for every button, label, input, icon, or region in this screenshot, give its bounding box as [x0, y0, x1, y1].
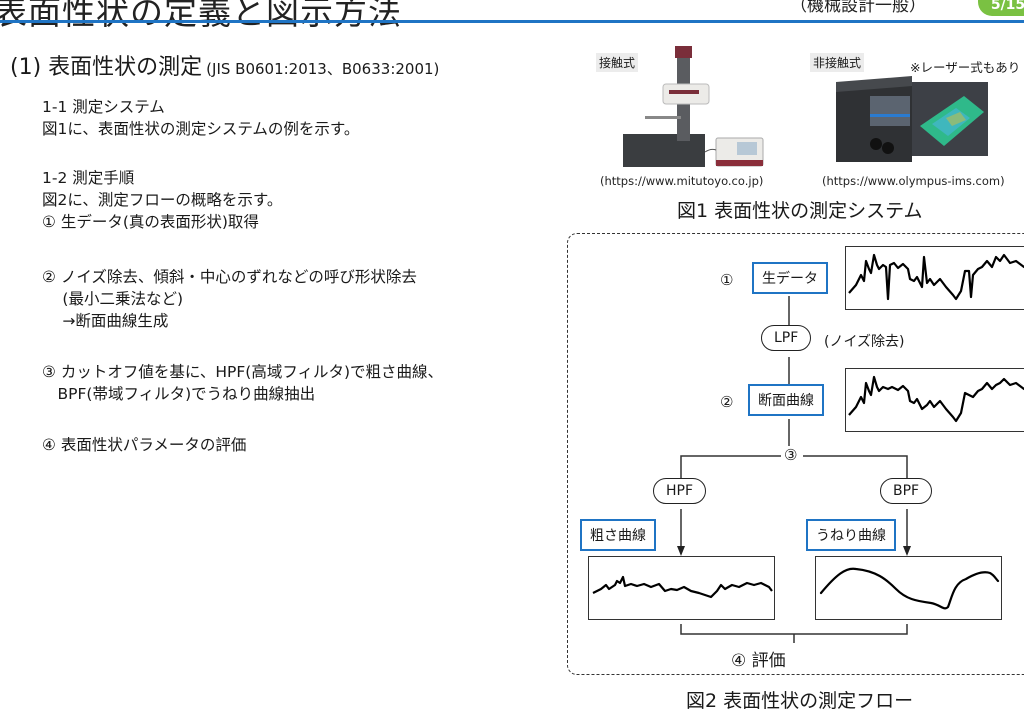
evaluation-bracket: [680, 624, 908, 635]
step-4-line: ④ 表面性状パラメータの評価: [42, 436, 247, 454]
step-2-line: (最小二乗法など): [42, 290, 184, 308]
roughness-waveform: [592, 575, 773, 599]
bpf-node: BPF: [880, 478, 933, 504]
contact-profilometer-image: [623, 46, 764, 167]
sub1-heading: 1-1 測定システム: [42, 98, 165, 116]
step-2: ② ノイズ除去、傾斜・中心のずれなどの呼び形状除去 (最小二乗法など) →断面曲…: [42, 266, 417, 332]
raw-data-waveform-box: [845, 246, 1024, 310]
step-1-line: ① 生データ(真の表面形状)取得: [42, 213, 259, 231]
branch-left-line: [680, 455, 781, 478]
category-label: （機械設計一般）: [790, 0, 926, 16]
page-number: 5/15: [990, 0, 1024, 13]
page-number-badge: 5/15: [978, 0, 1024, 16]
lpf-node: LPF: [761, 325, 812, 351]
raw-data-box: 生データ: [752, 262, 828, 294]
contact-label: 接触式: [596, 53, 639, 72]
step-3: ③ カットオフ値を基に、HPF(高域フィルタ)で粗さ曲線、 BPF(帯域フィルタ…: [42, 361, 443, 405]
surface-map-detail: [946, 112, 966, 126]
figure2-caption: 図2 表面性状の測定フロー: [686, 690, 914, 712]
sub1-text: 図1に、表面性状の測定システムの例を示す。: [42, 120, 360, 138]
step3-number: ③: [782, 446, 800, 464]
column-cap: [675, 46, 692, 58]
figure1-caption: 図1 表面性状の測定システム: [677, 200, 923, 222]
flow-diagram-frame: [567, 233, 1024, 675]
controller-base: [716, 160, 763, 166]
roughness-waveform-box: [588, 556, 775, 620]
page-title: 表面性状の定義と図示方法: [0, 0, 402, 32]
stylus-arm: [645, 116, 681, 119]
controller-screen: [737, 142, 757, 155]
hpf-node: HPF: [653, 478, 707, 504]
arrow-head: [903, 546, 911, 556]
header-rule: [0, 20, 1024, 23]
noncontact-microscope-image: [836, 76, 988, 162]
objective-lens: [870, 138, 882, 150]
step-2-line: →断面曲線生成: [42, 312, 169, 330]
raw-data-waveform: [848, 253, 1024, 301]
step1-number: ①: [720, 271, 734, 289]
branch-right-line: [803, 455, 908, 478]
waviness-waveform: [819, 567, 1000, 610]
section-title-text: (1) 表面性状の測定: [10, 55, 203, 80]
standard-reference: (JIS B0601:2013、B0633:2001): [206, 60, 440, 78]
noncontact-source: (https://www.olympus-ims.com): [822, 174, 1005, 188]
contact-source: (https://www.mitutoyo.co.jp): [600, 174, 764, 188]
profile-waveform-box: [845, 368, 1024, 432]
drive-stripe: [669, 90, 699, 94]
step-3-line: BPF(帯域フィルタ)でうねり曲線抽出: [42, 385, 316, 403]
section-title: (1) 表面性状の測定(JIS B0601:2013、B0633:2001): [10, 49, 439, 81]
arrow-head: [677, 546, 685, 556]
laser-note: ※レーザー式もあり: [910, 60, 1021, 75]
step-1: ① 生データ(真の表面形状)取得: [42, 211, 259, 233]
noncontact-label: 非接触式: [810, 53, 865, 72]
profile-curve-box: 断面曲線: [748, 384, 824, 416]
step-4: ④ 表面性状パラメータの評価: [42, 434, 246, 456]
panel-stripe: [870, 114, 910, 117]
step4-evaluation: ④ 評価: [731, 651, 786, 671]
step-2-line: ② ノイズ除去、傾斜・中心のずれなどの呼び形状除去: [42, 268, 417, 286]
waviness-curve-box: うねり曲線: [806, 519, 896, 551]
cable: [704, 148, 717, 153]
roughness-curve-box: 粗さ曲線: [580, 519, 656, 551]
microscope-top: [836, 76, 912, 92]
sub2-text: 図2に、測定フローの概略を示す。: [42, 191, 283, 209]
objective-lens: [882, 142, 894, 154]
waviness-waveform-box: [815, 556, 1002, 620]
step2-number: ②: [720, 393, 734, 411]
profile-waveform: [848, 375, 1024, 423]
sub2-heading: 1-2 測定手順: [42, 169, 135, 187]
lpf-note: (ノイズ除去): [824, 334, 905, 350]
step-3-line: ③ カットオフ値を基に、HPF(高域フィルタ)で粗さ曲線、: [42, 363, 444, 381]
microscope-panel: [870, 96, 910, 126]
instrument-base: [623, 134, 705, 167]
